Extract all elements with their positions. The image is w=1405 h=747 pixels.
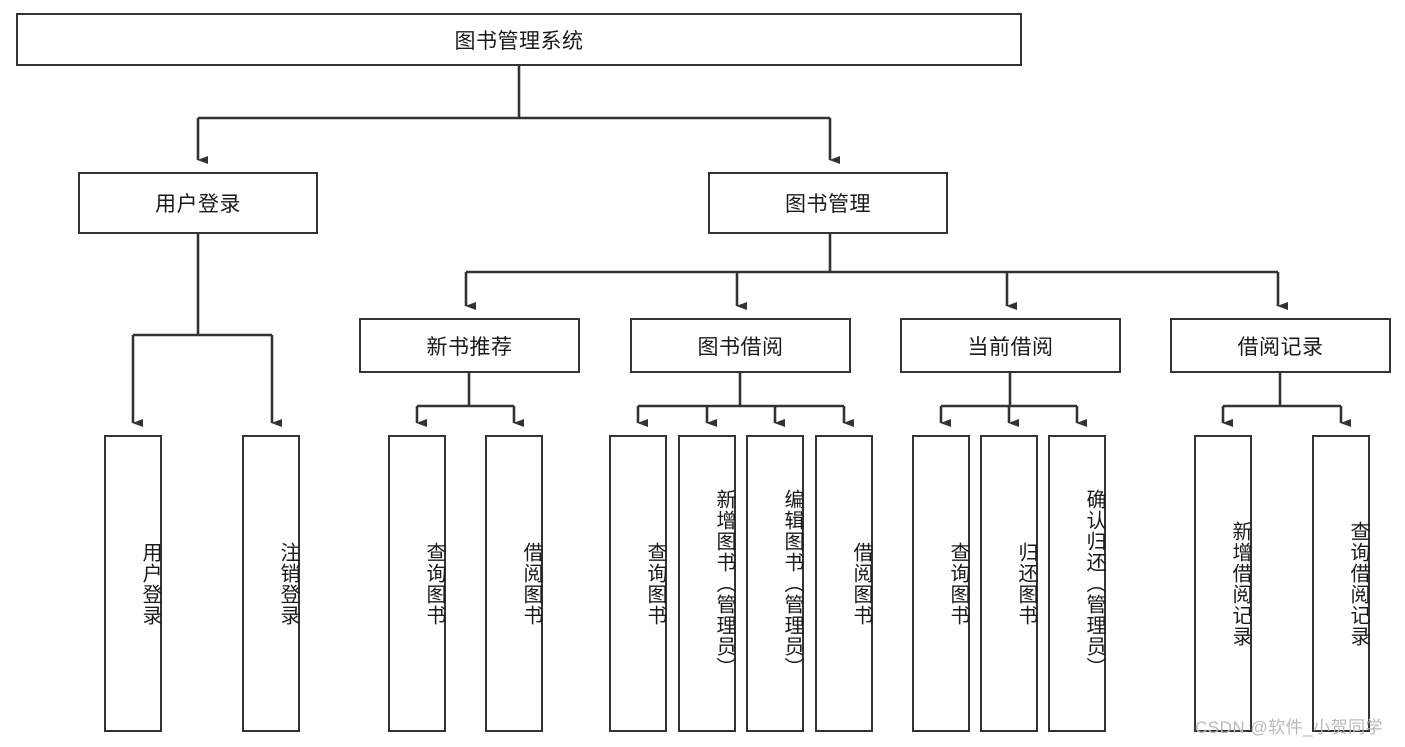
node-book-borrow[interactable]: 图书借阅	[630, 318, 851, 373]
node-leaf-query-book-3[interactable]: 查询图书	[912, 435, 970, 732]
node-root-label: 图书管理系统	[454, 29, 584, 53]
node-leaf-logout-label: 注销登录	[277, 541, 299, 626]
node-leaf-query-record[interactable]: 查询借阅记录	[1312, 435, 1370, 732]
node-leaf-add-book[interactable]: 新增图书（管理员）	[678, 435, 736, 732]
node-current-borrow[interactable]: 当前借阅	[900, 318, 1121, 373]
node-leaf-borrow-book-2[interactable]: 借阅图书	[815, 435, 873, 732]
node-book-manage-label: 图书管理	[785, 193, 871, 216]
node-leaf-edit-book[interactable]: 编辑图书（管理员）	[746, 435, 804, 732]
node-leaf-confirm-return[interactable]: 确认归还（管理员）	[1048, 435, 1106, 732]
node-leaf-query-book-1-label: 查询图书	[423, 541, 445, 626]
node-leaf-edit-book-label: 编辑图书（管理员）	[781, 489, 803, 678]
node-leaf-add-record[interactable]: 新增借阅记录	[1194, 435, 1252, 732]
node-leaf-user-login[interactable]: 用户登录	[104, 435, 162, 732]
node-borrow-record[interactable]: 借阅记录	[1170, 318, 1391, 373]
node-new-book-recommend[interactable]: 新书推荐	[359, 318, 580, 373]
node-leaf-add-record-label: 新增借阅记录	[1229, 520, 1251, 647]
node-borrow-record-label: 借阅记录	[1237, 335, 1324, 359]
node-leaf-user-login-label: 用户登录	[139, 541, 161, 626]
node-leaf-logout[interactable]: 注销登录	[242, 435, 300, 732]
node-leaf-return-book-label: 归还图书	[1015, 541, 1037, 626]
node-leaf-confirm-return-label: 确认归还（管理员）	[1083, 489, 1105, 678]
node-leaf-query-book-1[interactable]: 查询图书	[388, 435, 446, 732]
node-leaf-add-book-label: 新增图书（管理员）	[713, 489, 735, 678]
node-leaf-borrow-book-2-label: 借阅图书	[850, 541, 872, 626]
node-new-book-recommend-label: 新书推荐	[426, 335, 513, 359]
node-leaf-borrow-book-1-label: 借阅图书	[520, 541, 542, 626]
node-leaf-query-record-label: 查询借阅记录	[1347, 520, 1369, 647]
node-root[interactable]: 图书管理系统	[16, 13, 1022, 66]
node-leaf-query-book-3-label: 查询图书	[947, 541, 969, 626]
node-current-borrow-label: 当前借阅	[967, 335, 1054, 359]
node-leaf-query-book-2[interactable]: 查询图书	[609, 435, 667, 732]
node-leaf-borrow-book-1[interactable]: 借阅图书	[485, 435, 543, 732]
node-leaf-query-book-2-label: 查询图书	[644, 541, 666, 626]
node-leaf-return-book[interactable]: 归还图书	[980, 435, 1038, 732]
node-book-borrow-label: 图书借阅	[697, 335, 784, 359]
node-user-login-label: 用户登录	[155, 193, 241, 216]
node-book-manage[interactable]: 图书管理	[708, 172, 948, 234]
node-user-login[interactable]: 用户登录	[78, 172, 318, 234]
csdn-watermark: CSDN @软件_小贺同学	[1195, 718, 1384, 737]
